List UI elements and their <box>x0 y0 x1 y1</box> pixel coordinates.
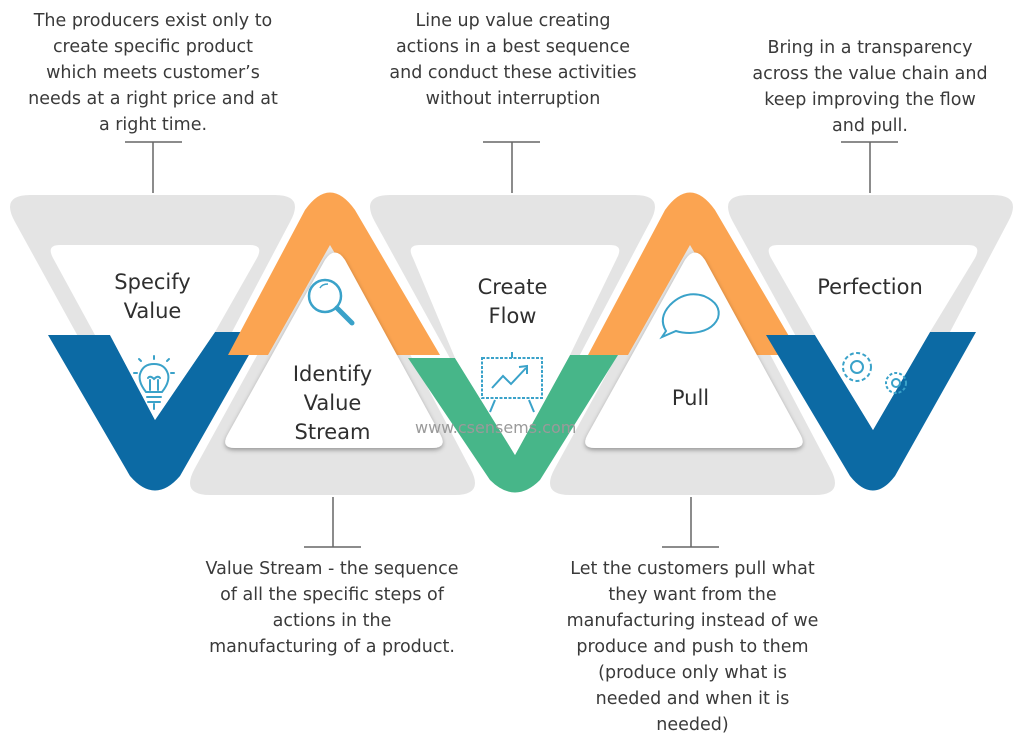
ribbon-blue-2 <box>766 332 976 491</box>
description-create-flow: Line up value creating actions in a best… <box>389 11 637 109</box>
step-label-create-flow: Create Flow <box>477 275 548 328</box>
speech-bubble-icon <box>659 293 720 340</box>
panel-pull <box>585 252 803 448</box>
description-identify-value-stream: Value Stream - the sequence of all the s… <box>205 559 459 657</box>
step-label-identify-value-stream: Identify Value Stream <box>292 362 373 444</box>
ribbon-orange-1 <box>228 192 440 355</box>
connectors <box>125 141 898 548</box>
ribbon-green <box>408 355 618 493</box>
gears-icon <box>842 352 907 394</box>
watermark: www.csensems.com <box>415 418 577 437</box>
ribbon-orange-2 <box>588 192 800 355</box>
chart-board-icon <box>481 352 543 413</box>
description-pull: Let the customers pull what they want fr… <box>566 559 819 735</box>
panel-create-flow-inner <box>410 245 620 455</box>
step-label-pull: Pull <box>671 386 710 410</box>
step-label-specify-value: Specify Value <box>114 270 191 323</box>
magnifier-icon <box>307 278 355 326</box>
ribbon-blue-1 <box>48 332 262 491</box>
description-specify-value: The producers exist only to create speci… <box>28 11 278 135</box>
panel-identify-value-stream <box>225 252 443 448</box>
lightbulb-icon <box>133 355 175 410</box>
step-label-perfection: Perfection <box>817 275 923 299</box>
panel-perfection-inner <box>768 245 978 430</box>
description-perfection: Bring in a transparency across the value… <box>752 38 988 136</box>
panel-specify-value-inner <box>50 245 260 420</box>
